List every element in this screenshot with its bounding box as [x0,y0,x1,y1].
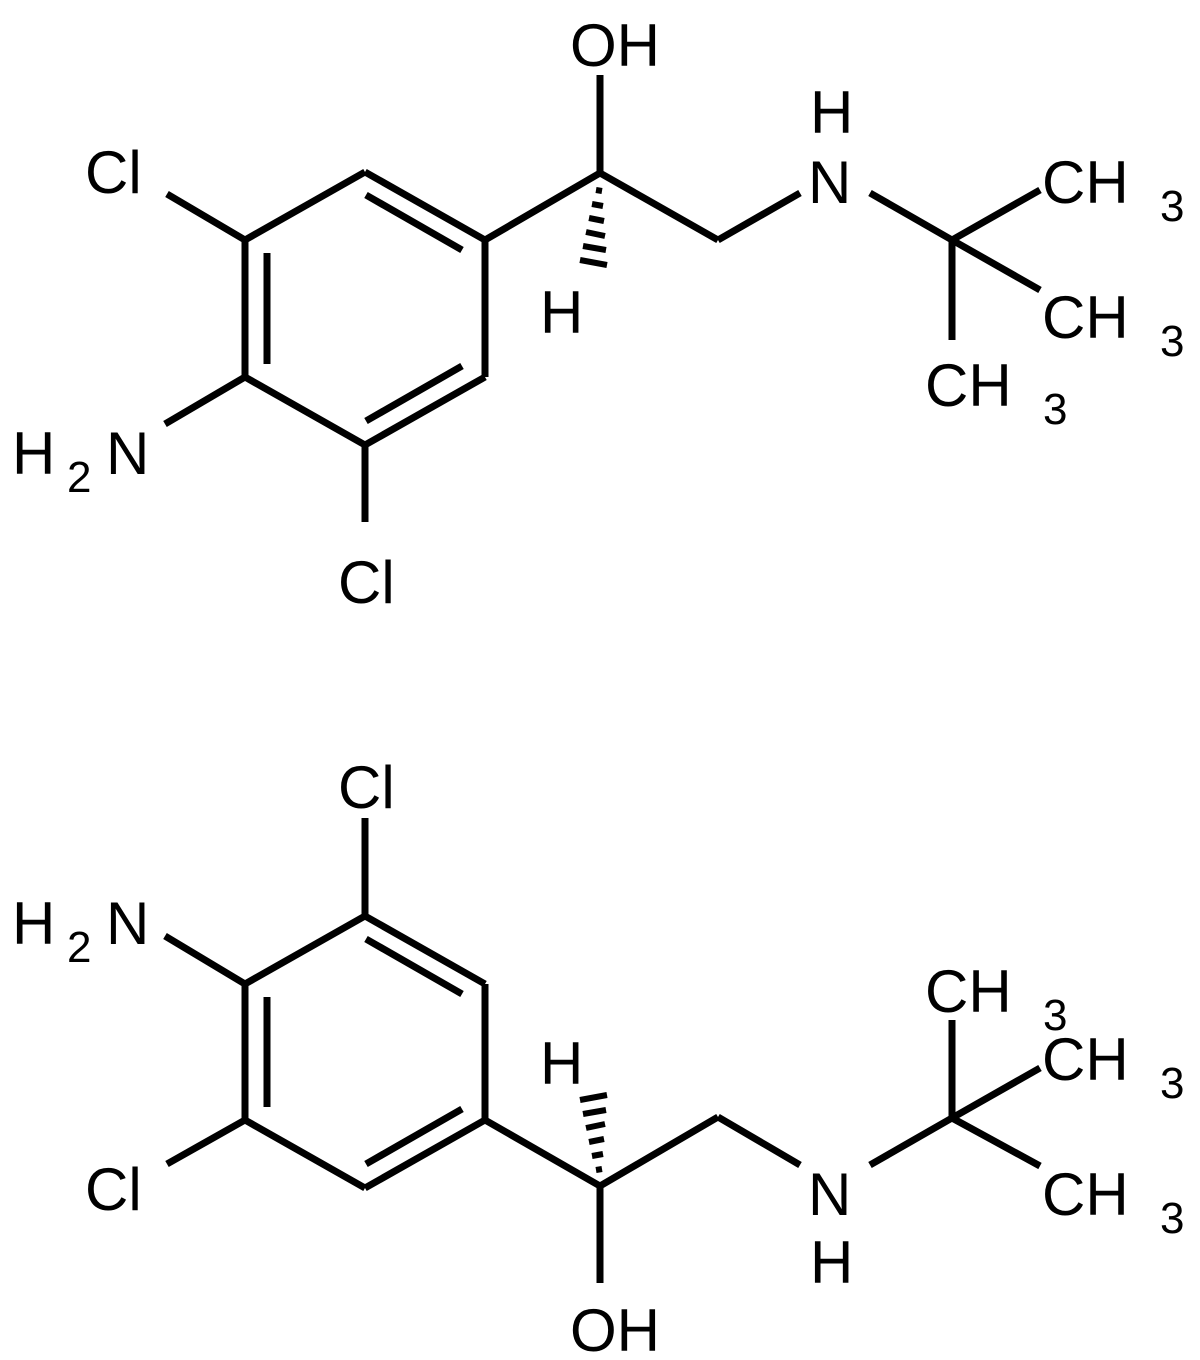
label-amine-h: H [12,890,55,957]
molecule-bottom: Cl Cl H 2 N OH H N H CH 3 CH 3 CH 3 [12,754,1184,1360]
hashed-wedge [579,1092,608,1173]
label-methyl-3: CH [1042,1161,1129,1228]
bond-cl-lower [165,1116,247,1168]
label-methyl-2-sub: 3 [1160,317,1184,366]
hashed-wedge [579,187,608,268]
bond-cl-upper [165,190,247,244]
label-methyl-2: CH [1042,284,1129,351]
label-nh-n: N [808,149,851,216]
label-nh-h: H [810,1229,853,1296]
bond-nh2 [163,373,247,428]
label-nh-n: N [808,1161,851,1228]
label-amine-h: H [12,420,55,487]
label-hydroxyl: OH [570,1297,660,1360]
label-hydroxyl: OH [570,12,660,79]
label-stereo-h: H [540,279,583,346]
label-cl-upper: Cl [85,139,142,206]
label-methyl-3: CH [925,352,1012,419]
label-amine-sub: 2 [67,453,91,502]
bond-nh2 [163,932,247,988]
label-methyl-2-sub: 3 [1160,1059,1184,1108]
label-methyl-3-sub: 3 [1160,1194,1184,1243]
benzene-ring [241,912,489,1192]
label-methyl-2: CH [1042,1026,1129,1093]
label-methyl-1-sub: 3 [1043,991,1067,1040]
label-methyl-1: CH [925,958,1012,1025]
label-amine-n: N [106,890,149,957]
label-cl-upper: Cl [338,754,395,821]
label-cl-lower: Cl [338,549,395,616]
label-cl-lower: Cl [85,1156,142,1223]
benzene-ring [241,168,489,449]
label-methyl-3-sub: 3 [1043,385,1067,434]
label-amine-n: N [106,420,149,487]
label-methyl-1: CH [1042,149,1129,216]
label-nh-h: H [810,79,853,146]
label-stereo-h: H [540,1030,583,1097]
label-methyl-1-sub: 3 [1160,182,1184,231]
molecule-top: Cl Cl H 2 N OH H H N CH 3 CH 3 CH 3 [12,12,1184,616]
label-amine-sub: 2 [67,923,91,972]
